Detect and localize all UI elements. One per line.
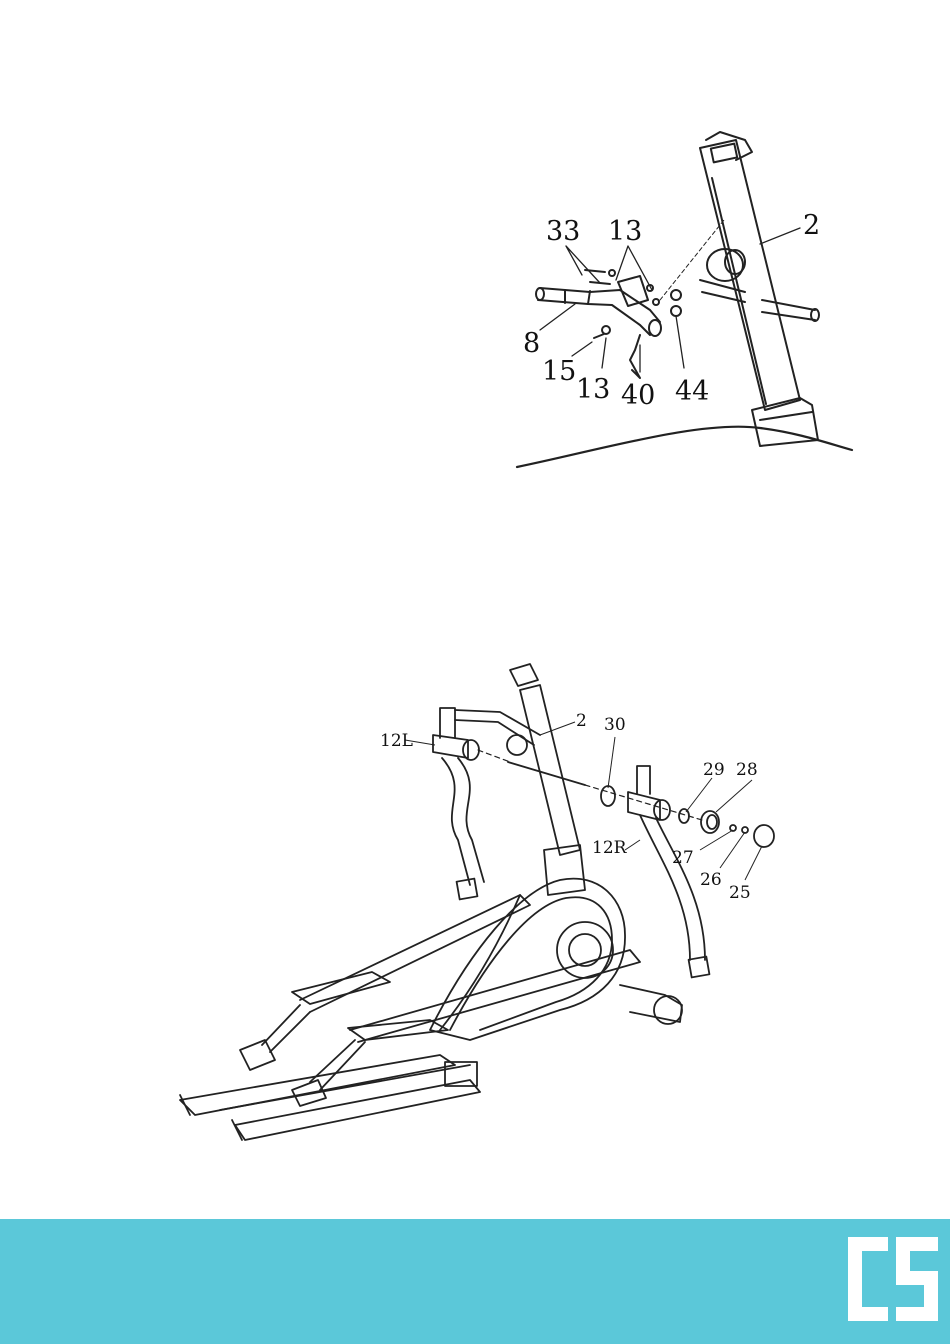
part-label-26: 26 (700, 870, 722, 890)
part-label-40: 40 (621, 380, 655, 411)
part-label-28: 28 (736, 760, 758, 780)
part-label-8: 8 (523, 328, 540, 359)
part-label-29: 29 (703, 760, 725, 780)
part-label-13: 13 (608, 216, 642, 247)
part-label-44: 44 (675, 376, 709, 407)
assembly-diagram-elliptical: 12L 2 30 29 28 12R 27 26 25 (0, 640, 950, 1160)
part-label-15: 15 (542, 356, 576, 387)
part-label-30: 30 (604, 715, 626, 735)
part-label-33: 33 (546, 216, 580, 247)
part-label-2-main: 2 (576, 711, 587, 731)
assembly-diagram-handlebar: 33 13 2 8 15 13 40 44 (0, 0, 950, 520)
part-label-2: 2 (803, 210, 820, 241)
brand-logo (848, 1237, 938, 1321)
part-label-25: 25 (729, 883, 751, 903)
part-label-27: 27 (672, 848, 694, 868)
part-label-13-lower: 13 (576, 374, 610, 405)
part-label-12L: 12L (380, 731, 413, 751)
part-label-12R: 12R (592, 838, 628, 858)
footer-bar (0, 1219, 950, 1344)
